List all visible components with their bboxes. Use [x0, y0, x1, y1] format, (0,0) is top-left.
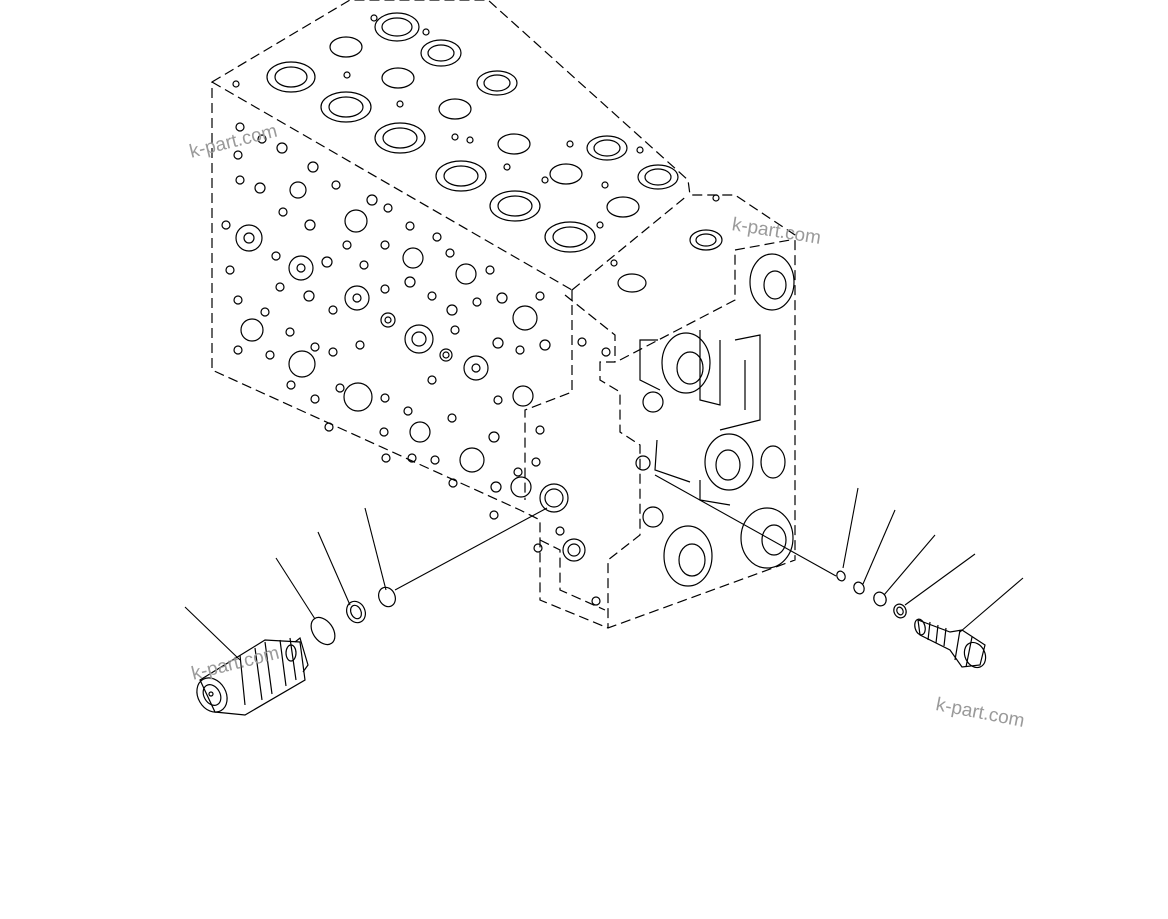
- o-rings-left: [310, 586, 396, 646]
- top-ports: [232, 12, 723, 293]
- o-rings-right: [836, 570, 907, 619]
- plug-bolt: [914, 618, 987, 669]
- valve-body: [211, 0, 796, 629]
- boss-fittings: [639, 253, 795, 587]
- leader-lines: [184, 474, 1024, 661]
- relief-valve-cartridge: [196, 636, 309, 716]
- side-ports: [221, 122, 664, 606]
